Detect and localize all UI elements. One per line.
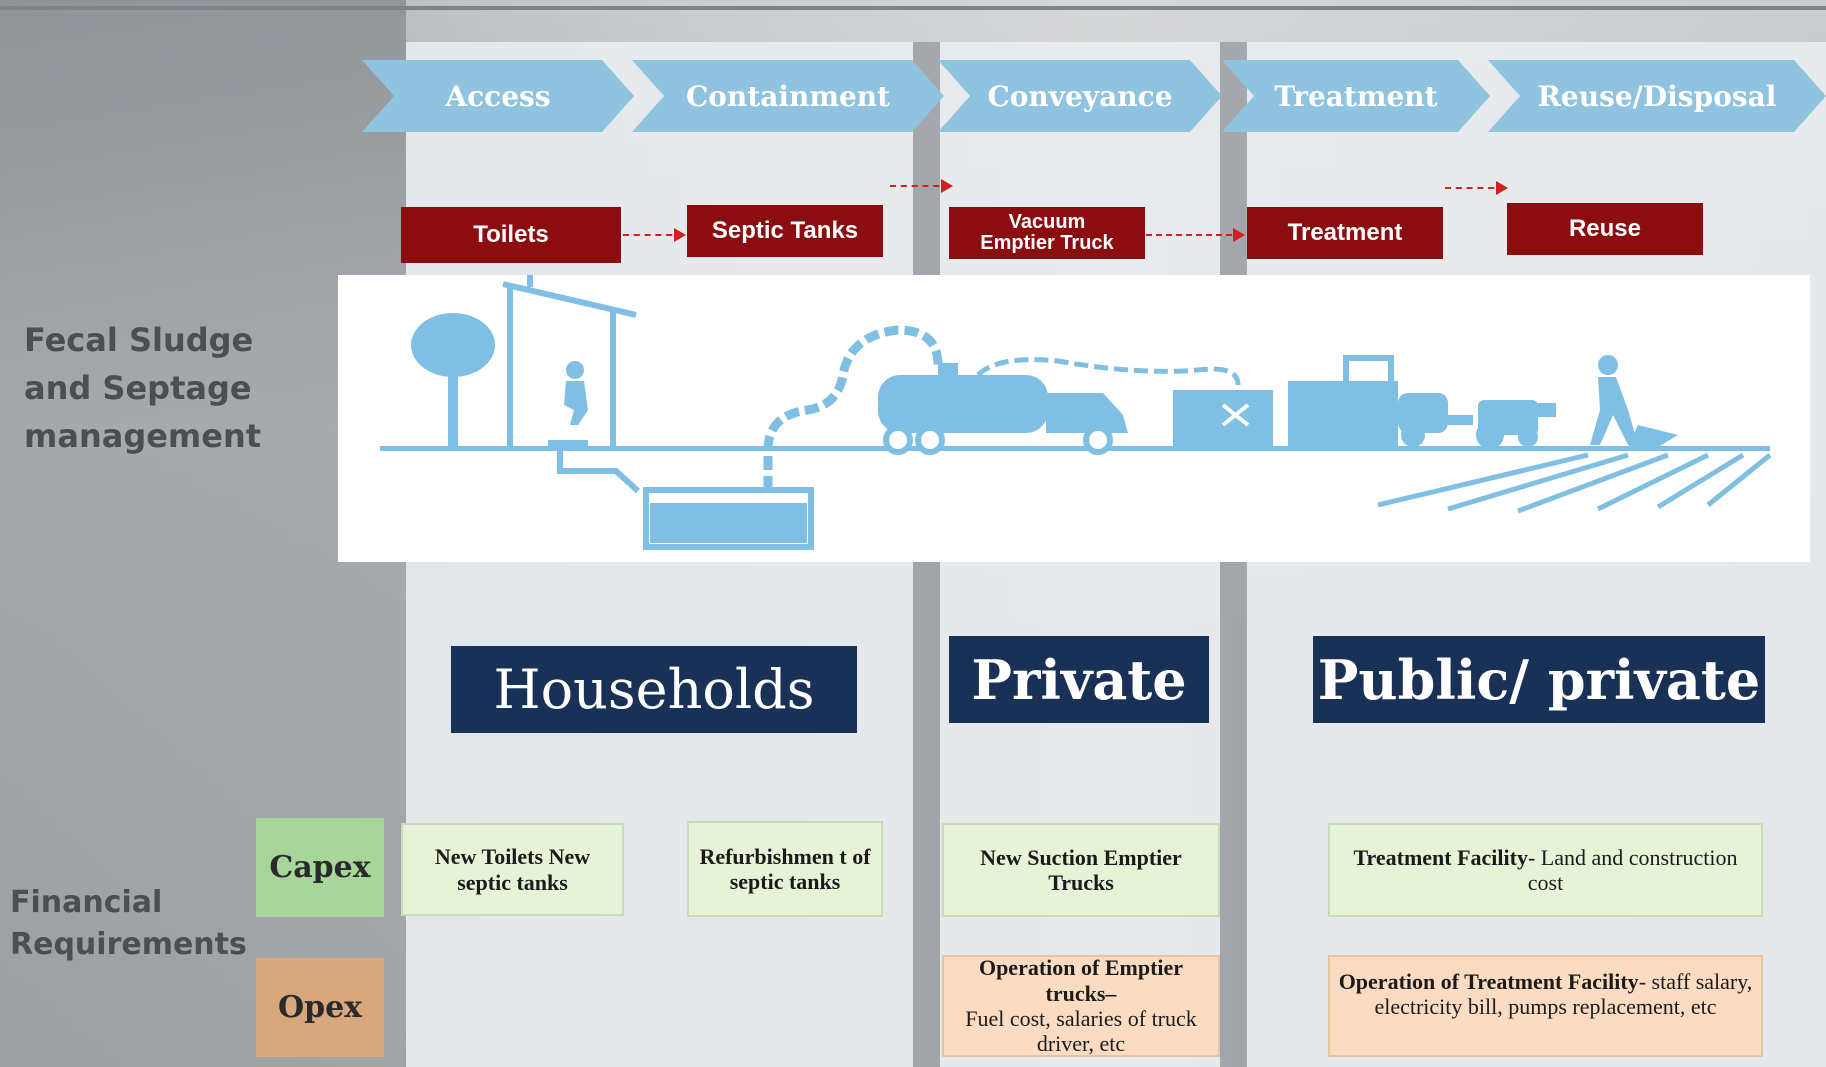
owner-households: Households xyxy=(451,646,857,733)
toilet-shed-icon xyxy=(502,275,637,446)
flow-arrow xyxy=(1445,181,1508,195)
flow-arrow xyxy=(623,228,686,242)
label-fsm-line2: and Septage xyxy=(24,369,252,407)
tree-icon xyxy=(411,313,495,447)
suction-hose-icon xyxy=(763,325,943,490)
septic-tank-icon xyxy=(643,487,814,550)
tag-capex: Capex xyxy=(256,818,384,917)
owner-private: Private xyxy=(949,636,1209,723)
label-fin-line1: Financial xyxy=(10,885,163,920)
chain-step-conveyance: Conveyance xyxy=(938,60,1222,132)
opex-facility-bold: Operation of Treatment Facility xyxy=(1338,969,1639,994)
stage-septic-tanks: Septic Tanks xyxy=(687,205,883,257)
opex-trucks-rest: Fuel cost, salaries of truck driver, etc xyxy=(965,1006,1197,1057)
discharge-hose xyxy=(976,357,1241,386)
capex-refurbishment: Refurbishmen t of septic tanks xyxy=(687,821,883,917)
chain-step-reuse-disposal: Reuse/Disposal xyxy=(1488,60,1826,132)
vacuum-truck-icon xyxy=(878,363,1128,455)
capex-treatment-facility: Treatment Facility- Land and constructio… xyxy=(1328,823,1763,917)
field-furrows xyxy=(1377,452,1772,514)
stage-reuse: Reuse xyxy=(1507,203,1703,255)
capex-suction-trucks: New Suction Emptier Trucks xyxy=(942,823,1220,917)
shuffle-icon xyxy=(1221,403,1250,427)
tag-opex: Opex xyxy=(256,958,384,1057)
label-fsm-line3: management xyxy=(24,417,262,455)
stage-treatment: Treatment xyxy=(1247,207,1443,259)
label-fin-line2: Requirements xyxy=(10,927,247,962)
owner-public-private: Public/ private xyxy=(1313,636,1765,723)
sanitation-chain-illustration xyxy=(338,275,1810,562)
stage-vacuum-line2: Emptier Truck xyxy=(980,232,1114,254)
label-fecal-sludge-management: Fecal Sludge and Septage management xyxy=(24,316,261,460)
opex-trucks-bold: Operation of Emptier trucks– xyxy=(978,955,1184,1006)
stage-vacuum-line1: Vacuum xyxy=(1008,211,1086,233)
chain-step-containment: Containment xyxy=(632,60,944,132)
flow-arrow xyxy=(890,179,953,193)
top-rule xyxy=(0,6,1826,10)
label-financial-requirements: Financial Requirements xyxy=(10,882,247,966)
label-fsm-line1: Fecal Sludge xyxy=(24,321,254,359)
stage-toilets: Toilets xyxy=(401,207,621,263)
capex-facility-rest: - Land and construction cost xyxy=(1527,845,1738,896)
pipe xyxy=(557,451,641,494)
flow-arrow xyxy=(1146,228,1245,242)
capex-facility-bold: Treatment Facility xyxy=(1353,845,1528,870)
ground-line xyxy=(380,446,1770,451)
tractor-icon xyxy=(1398,393,1556,449)
chain-step-treatment: Treatment xyxy=(1222,60,1490,132)
stage-vacuum-emptier-truck: Vacuum Emptier Truck xyxy=(949,207,1145,259)
chain-step-access: Access xyxy=(362,60,634,132)
opex-facility-rest: - staff salary, electricity bill, pumps … xyxy=(1374,969,1753,1020)
person-squatting-icon xyxy=(548,361,588,446)
treatment-plant-icon xyxy=(1173,355,1398,446)
opex-treatment-facility: Operation of Treatment Facility- staff s… xyxy=(1328,955,1763,1057)
capex-new-toilets: New Toilets New septic tanks xyxy=(401,823,624,916)
farmer-icon xyxy=(1590,355,1678,447)
opex-emptier-trucks: Operation of Emptier trucks– Fuel cost, … xyxy=(942,955,1220,1057)
